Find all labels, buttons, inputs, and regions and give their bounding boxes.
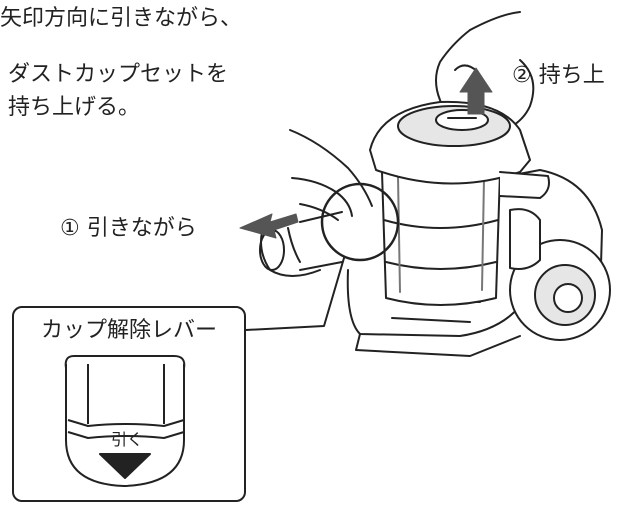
lever-pull-label: 引く xyxy=(111,430,144,449)
triangle-down-icon xyxy=(99,453,151,479)
step-1-label: ① 引きながら xyxy=(60,216,197,241)
instruction-line-3: 持ち上げる。 xyxy=(8,95,141,120)
callout-title: カップ解除レバー xyxy=(40,318,217,343)
step-2-label: ② 持ち上 xyxy=(512,63,605,88)
lever-highlight-circle xyxy=(320,182,400,262)
lever-callout: カップ解除レバー 引く xyxy=(12,306,246,502)
arrow-up-icon xyxy=(459,67,493,115)
instruction-line-1: 矢印方向に引きながら、 xyxy=(0,6,243,31)
pulling-hand xyxy=(289,129,373,221)
instruction-line-2: ダストカップセットを xyxy=(8,62,229,87)
release-lever xyxy=(64,355,186,487)
callout-leader-line xyxy=(245,257,345,331)
dust-cup xyxy=(369,100,550,306)
arrow-left-icon xyxy=(239,213,299,239)
